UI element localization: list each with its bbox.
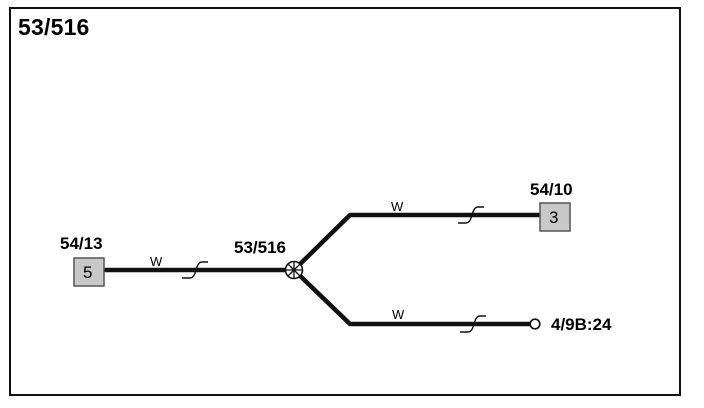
wire-break-icon xyxy=(460,315,486,333)
splice-label: 53/516 xyxy=(234,238,286,257)
connector-box xyxy=(73,257,105,287)
wire-upper xyxy=(292,212,540,272)
splice-icon xyxy=(284,260,304,280)
terminal-label: 4/9B:24 xyxy=(551,315,612,334)
connector-54-13-label: 54/13 xyxy=(60,234,103,253)
diagram-title: 53/516 xyxy=(18,14,90,40)
wire-break-icon xyxy=(182,261,208,279)
open-circle-terminal-icon xyxy=(529,318,541,330)
wire-break-icon xyxy=(458,206,484,224)
connector-54-13: 5 xyxy=(73,257,105,287)
connector-pin-number: 3 xyxy=(549,208,558,227)
wire-lower-color-label: W xyxy=(392,307,405,322)
connector-54-10: 3 xyxy=(539,202,571,232)
connector-box xyxy=(539,202,571,232)
wire-upper-color-label: W xyxy=(391,199,404,214)
wire-left-color-label: W xyxy=(150,254,163,269)
connector-54-10-label: 54/10 xyxy=(530,180,573,199)
diagram-frame xyxy=(9,7,681,396)
connector-pin-number: 5 xyxy=(83,263,92,282)
wire-lower xyxy=(292,268,530,327)
